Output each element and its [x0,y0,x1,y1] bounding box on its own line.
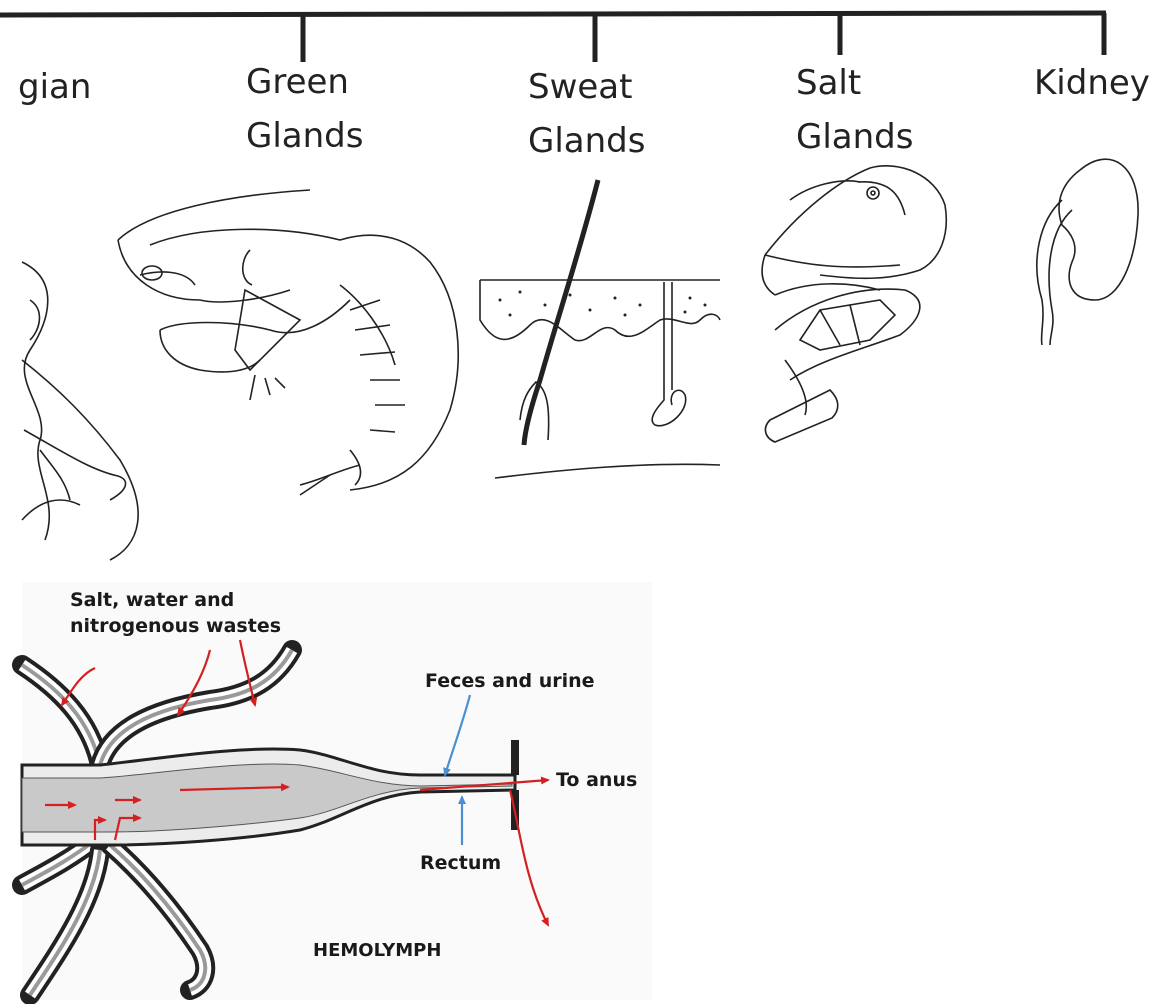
label-kidney: Kidney [1034,56,1150,110]
label-green-glands-line2: Glands [246,109,363,163]
label-sweat-glands: Sweat Glands [528,60,645,168]
label-feces-urine: Feces and urine [425,668,595,694]
label-salt-glands: Salt Glands [796,56,913,164]
shrimp-sketch [118,190,458,495]
label-inputs-line2: nitrogenous wastes [70,613,281,639]
label-malpighian: gian [18,60,91,114]
skin-section-sketch [480,180,720,478]
label-salt-glands-line2: Glands [796,110,913,164]
skin-dots [499,291,707,317]
label-inputs: Salt, water and nitrogenous wastes [70,587,281,639]
label-rectum: Rectum [420,850,501,876]
label-sweat-glands-line2: Glands [528,114,645,168]
classification-tree-lines [0,13,1106,62]
label-sweat-glands-line1: Sweat [528,60,645,114]
label-salt-glands-line1: Salt [796,56,913,110]
label-green-glands-line1: Green [246,55,363,109]
label-hemolymph: HEMOLYMPH [313,938,441,964]
label-to-anus: To anus [556,767,637,793]
label-green-glands: Green Glands [246,55,363,163]
kidney-sketch [1037,159,1138,345]
label-malpighian-text: gian [18,60,91,114]
label-inputs-line1: Salt, water and [70,587,281,613]
label-kidney-text: Kidney [1034,56,1150,110]
malpighian-tubules-sketch [22,262,138,560]
bird-head-sketch [762,166,946,442]
